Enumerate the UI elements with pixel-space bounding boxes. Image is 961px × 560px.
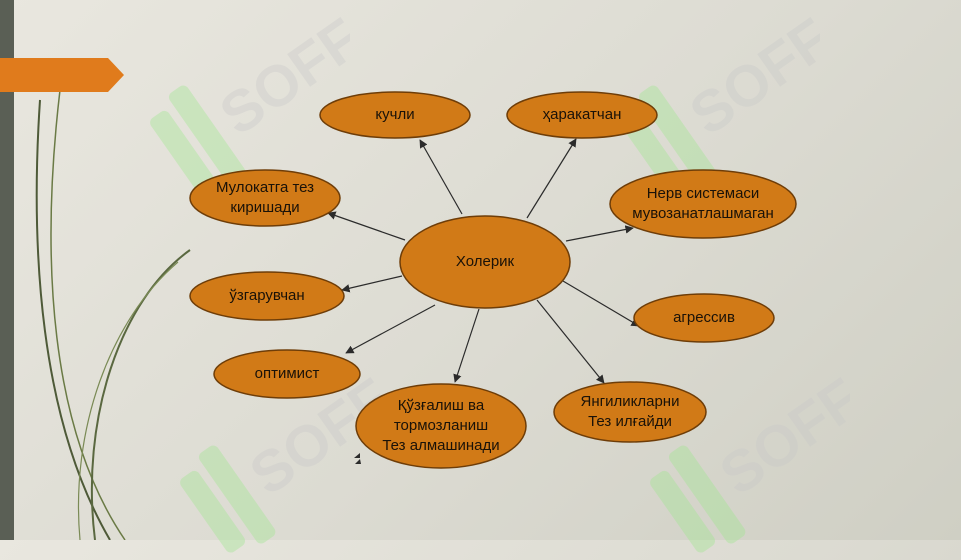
small-arrow-icon [354, 453, 361, 464]
trait-node [609, 169, 797, 239]
trait-node [189, 169, 341, 227]
trait-node [506, 91, 658, 139]
mind-map-diagram [189, 91, 797, 469]
connector-arrow [345, 304, 436, 354]
left-decor-strip [0, 0, 14, 540]
trait-node [633, 293, 775, 343]
connector-arrow [562, 280, 640, 327]
connector-arrow [341, 275, 403, 293]
accent-tab [0, 58, 124, 92]
trait-node [213, 349, 361, 399]
connector-arrow [526, 138, 577, 219]
trait-node [189, 271, 345, 321]
connector-arrow [327, 211, 406, 241]
center-node [399, 215, 571, 309]
connector-arrow [453, 308, 480, 383]
trait-node [355, 383, 527, 469]
decorative-curves [35, 89, 191, 540]
connector-arrow [419, 139, 463, 215]
connector-arrow [565, 225, 634, 242]
arrows-layer [327, 138, 640, 384]
trait-node [319, 91, 471, 139]
connector-arrow [536, 299, 605, 384]
ellipses-layer [189, 91, 797, 469]
trait-node [553, 381, 707, 443]
